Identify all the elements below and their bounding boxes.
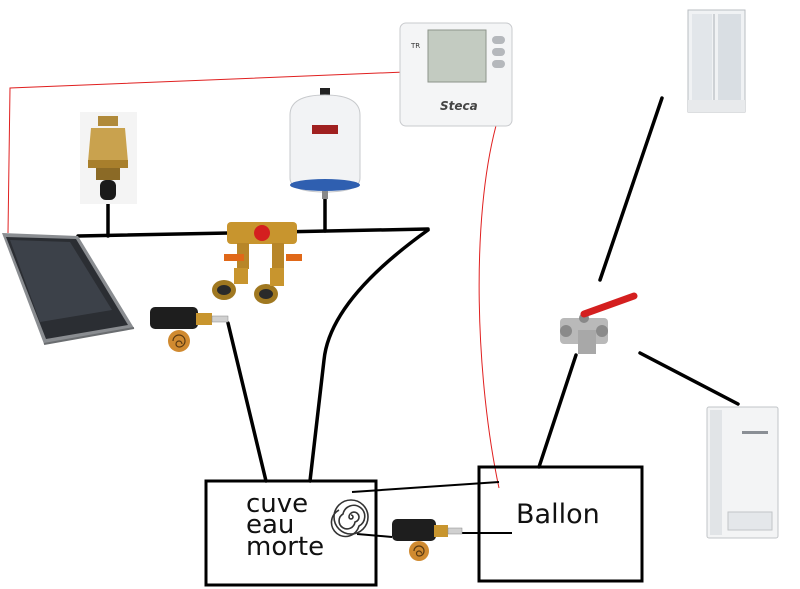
controller-model-label: TR: [410, 42, 420, 50]
sensor-wire-collector: [7, 71, 406, 234]
solar-panel-icon: [2, 233, 135, 345]
ballon-box: [477, 465, 644, 583]
pipework: [76, 96, 740, 483]
pipe-valve-to-shower: [598, 96, 664, 282]
cuve-label-line2: eau: [246, 510, 294, 540]
cuve-label-line3: morte: [246, 532, 324, 562]
pipe-return-to-cuve: [308, 228, 430, 483]
air-vent-icon: [80, 112, 137, 204]
pipe-ballon-to-valve: [537, 353, 578, 469]
brass-manifold-icon: [212, 222, 302, 304]
sensor-wire-ballon: [478, 121, 500, 489]
expansion-tank-icon: [289, 88, 361, 199]
signal-wires: [7, 71, 500, 489]
pipe-coil-to-ballon: [351, 481, 500, 493]
circulator-pump-icon: [392, 519, 463, 561]
solar-controller-icon: TR Steca: [399, 22, 513, 127]
controller-brand-label: Steca: [440, 99, 478, 113]
pipe-pump-to-cuve: [226, 321, 268, 483]
shower-cabin-icon: [687, 9, 746, 113]
heat-exchanger-coil-icon: [330, 499, 369, 538]
pipe-valve-to-boiler: [638, 351, 740, 406]
ballon-label: Ballon: [516, 499, 600, 530]
cuve-eau-morte-box: [204, 479, 378, 587]
three-way-valve-icon: [560, 292, 638, 354]
cuve-label-line1: cuve: [246, 489, 308, 519]
boiler-icon: [706, 406, 779, 539]
circulator-pump-icon: [150, 307, 229, 352]
